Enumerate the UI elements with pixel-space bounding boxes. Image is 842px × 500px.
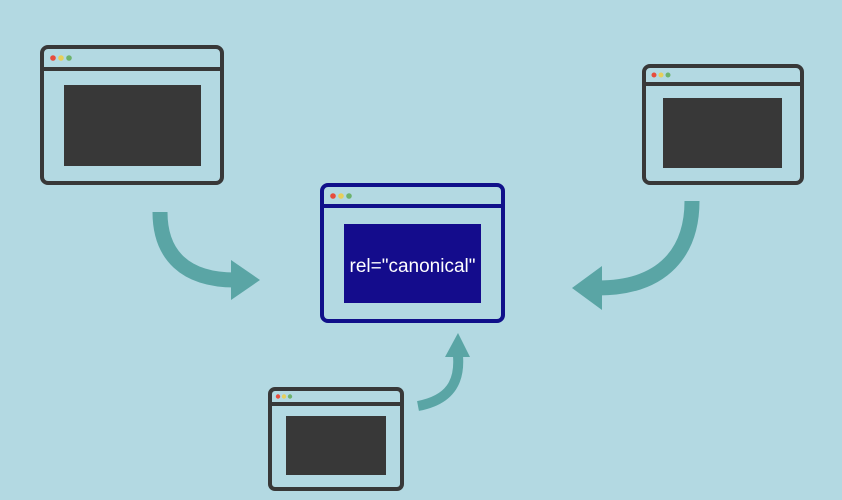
window-frame — [642, 64, 804, 185]
arrowhead-icon — [572, 266, 602, 310]
maximize-dot-icon — [665, 72, 671, 78]
arrowhead-icon — [445, 333, 470, 357]
window-content — [663, 98, 782, 168]
close-dot-icon — [651, 72, 657, 78]
minimize-dot-icon — [338, 193, 344, 199]
close-dot-icon — [275, 394, 281, 399]
window-content — [286, 416, 386, 475]
canonical-browser-window: rel="canonical" — [320, 183, 505, 323]
maximize-dot-icon — [66, 55, 72, 61]
window-content — [344, 224, 481, 303]
curved-arrow-icon — [152, 211, 236, 288]
browser-window-bottom — [268, 387, 404, 491]
minimize-dot-icon — [58, 55, 64, 61]
arrow-bottom-to-canonical — [416, 333, 470, 411]
arrow-top-right-to-canonical — [572, 200, 700, 310]
arrowhead-icon — [231, 260, 260, 300]
minimize-dot-icon — [658, 72, 664, 78]
close-dot-icon — [50, 55, 56, 61]
window-frame — [268, 387, 404, 491]
curved-arrow-icon — [597, 200, 700, 296]
window-frame — [320, 183, 505, 323]
browser-window-top-right — [642, 64, 804, 185]
arrow-top-left-to-canonical — [152, 211, 260, 300]
maximize-dot-icon — [287, 394, 293, 399]
maximize-dot-icon — [346, 193, 352, 199]
close-dot-icon — [330, 193, 336, 199]
browser-window-top-left — [40, 45, 224, 185]
minimize-dot-icon — [281, 394, 287, 399]
window-frame — [40, 45, 224, 185]
window-content — [64, 85, 201, 166]
curved-arrow-icon — [416, 355, 464, 411]
canonical-label: rel="canonical" — [350, 256, 476, 277]
